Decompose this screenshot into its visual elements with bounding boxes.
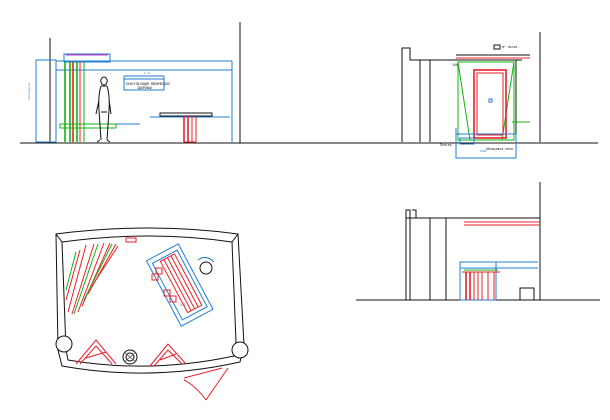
corner-2: [231, 233, 239, 243]
column-left: [401, 47, 421, 142]
right-tag: Облицовка пола: [486, 146, 513, 151]
side-text: Гипсокартон: [27, 82, 31, 100]
panel-fan: [65, 242, 119, 315]
desk-red-line: [163, 259, 192, 311]
sign-dim: 1 сп: [144, 71, 151, 75]
sign-line-2: ЗДОРОВЬЕ: [137, 86, 152, 90]
door-leaf: [183, 367, 223, 379]
fan-line: [67, 244, 87, 313]
header-box: [63, 53, 111, 63]
stool: [169, 295, 177, 303]
figure-head: [100, 76, 108, 86]
left-tag: Плитка: [440, 143, 452, 147]
red-door: [473, 69, 507, 139]
fan-line: [65, 249, 81, 301]
column-circle-left: [55, 335, 73, 353]
chair-seat: [199, 261, 213, 275]
plan-note: 1.1: [180, 303, 186, 307]
table: [150, 112, 230, 143]
fan-line: [71, 243, 95, 315]
bench-cross: [85, 351, 107, 359]
tag-text: м² потол.: [502, 45, 519, 49]
bench-tri-2-inner: [153, 349, 183, 367]
blue-cabinet: [35, 59, 57, 143]
plan-inner: [61, 235, 237, 367]
small-dim: 100: [452, 63, 458, 67]
green-diag-2: [501, 61, 515, 141]
desk-blue-inner: [151, 249, 208, 321]
fan-line: [73, 243, 99, 315]
red-door-inner: [476, 72, 504, 136]
door-mark: [488, 98, 493, 103]
small-box: [519, 287, 535, 301]
elevation-top-left: Гипсокартон КОНСУЛЬТАЦИЯ ФИЗИЧЕСКОЕ ЗДОР…: [20, 22, 598, 144]
chair-back: [197, 256, 215, 263]
door-leaf-2: [205, 367, 229, 401]
elevation-top-right: м² потол. 1200 Плитка Облицовка пола 100: [401, 32, 541, 159]
fan-line: [91, 245, 119, 287]
desk-red-line: [170, 255, 199, 308]
round-table: [122, 349, 138, 365]
fan-line: [77, 242, 105, 313]
box-dim: 1200: [480, 149, 487, 153]
bench-tri-2: [149, 343, 187, 367]
table-top: [159, 112, 213, 117]
fan-line: [65, 251, 77, 291]
door-stub: [125, 237, 137, 243]
fan-line: [87, 243, 117, 295]
green-frame: [457, 61, 515, 141]
stool: [151, 273, 159, 281]
door-arc: [183, 379, 207, 401]
column-cap: [405, 209, 417, 300]
blue-sub: [459, 137, 475, 145]
figure-body: [95, 85, 112, 143]
corner: [55, 233, 63, 243]
round-table-inner: [125, 352, 135, 362]
bench-tri-inner: [79, 345, 113, 365]
bench-tri: [75, 339, 117, 365]
sign-line-1: КОНСУЛЬТАЦИЯ ФИЗИЧЕСКОЕ: [126, 82, 170, 86]
stools: [151, 267, 177, 303]
plan-outer: [55, 227, 245, 374]
round-cross: [123, 351, 137, 363]
desk-red-line: [166, 257, 196, 310]
sign-frame: [123, 75, 165, 91]
column-circle-right: [231, 341, 249, 359]
bottom-fixtures: [75, 339, 187, 367]
floor-plan: 1.1: [55, 227, 249, 401]
human-figure: [95, 76, 112, 143]
green-diag: [457, 61, 471, 141]
bench-cross-2: [159, 353, 177, 361]
desk-block: [145, 243, 214, 327]
chair: [197, 256, 215, 275]
stool: [163, 289, 171, 297]
door-swing: [183, 367, 229, 401]
fan-line: [83, 243, 113, 301]
elevation-bottom-right: [356, 182, 600, 301]
stool: [155, 267, 163, 275]
wall-sign: КОНСУЛЬТАЦИЯ ФИЗИЧЕСКОЕ ЗДОРОВЬЕ 1 сп: [123, 71, 170, 91]
tag-box: [493, 44, 501, 50]
